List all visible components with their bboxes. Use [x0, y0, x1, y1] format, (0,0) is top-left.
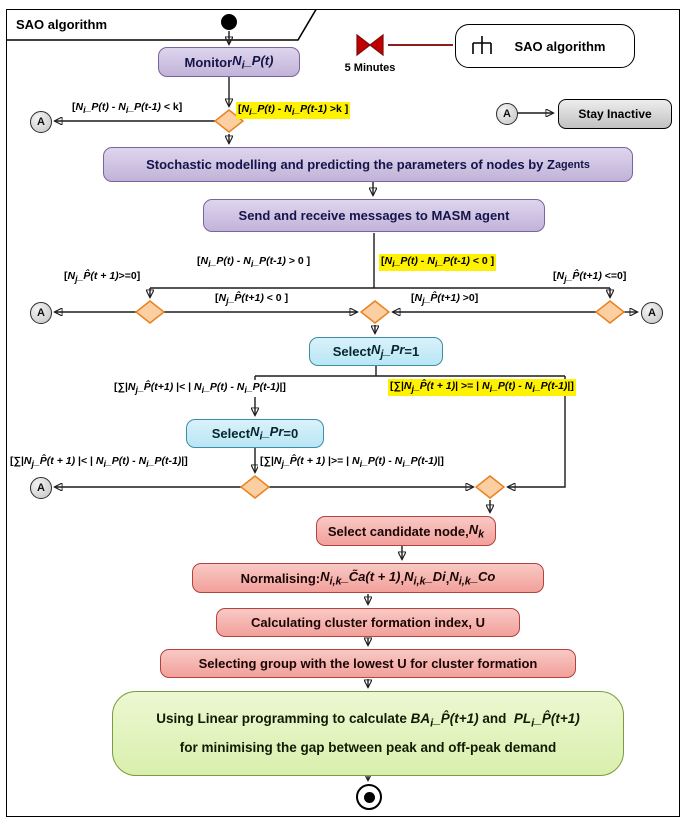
- merge-sum-diamond: [475, 475, 505, 499]
- timer-icon: [356, 33, 384, 57]
- activity-select-pr1: Select Nj_Pr=1: [309, 337, 443, 366]
- connector-a-circle: A: [30, 302, 52, 324]
- stay-inactive-box: Stay Inactive: [558, 99, 672, 129]
- merge-center-diamond: [360, 300, 390, 324]
- guard-diff-gt0: [Ni_P(t) - Ni_P(t-1) > 0 ]: [195, 254, 313, 272]
- behavior-label: SAO algorithm: [514, 38, 606, 54]
- connector-a-circle: A: [641, 302, 663, 324]
- activity-select-pr0: Select Ni_Pr=0: [186, 419, 324, 448]
- guard-pred-le0: [Nj_P̂(t+1) <=0]: [551, 269, 629, 287]
- guard-pred-gt0: [Nj_P̂(t+1) >0]: [409, 291, 481, 309]
- frame-tab-edge: [6, 9, 317, 41]
- activity-normalising: Normalising: Ni,k_C̃a(t + 1), Ni,k_Di, N…: [192, 563, 544, 593]
- guard-diff-lt0: [Ni_P(t) - Ni_P(t-1) < 0 ]: [379, 254, 497, 272]
- diagram-frame: [6, 9, 680, 817]
- guard-sum2-lt: [∑|Nj_P̂(t + 1) |< | Ni_P(t) - Ni_P(t-1)…: [8, 454, 190, 472]
- activity-masm-messages: Send and receive messages to MASM agent: [203, 199, 545, 232]
- decision-sum-diamond: [240, 475, 270, 499]
- guard-pred-lt0: [Nj_P̂(t+1) < 0 ]: [213, 291, 291, 309]
- initial-node: [221, 14, 237, 30]
- guard-sum1-ge: [∑|Nj_P̂(t + 1)| >= | Ni_P(t) - Ni_P(t-1…: [388, 379, 576, 397]
- timer-label: 5 Minutes: [344, 62, 396, 74]
- activity-stochastic-modelling: Stochastic modelling and predicting the …: [103, 147, 633, 182]
- activity-select-candidate: Select candidate node, Nk: [316, 516, 496, 546]
- guard-sum1-lt: [∑|Nj_P̂(t+1) |< | Ni_P(t) - Ni_P(t-1)|]: [112, 380, 288, 398]
- activity-select-group: Selecting group with the lowest U for cl…: [160, 649, 576, 678]
- connector-a-circle: A: [30, 111, 52, 133]
- sao-behavior-box: SAO algorithm: [455, 24, 635, 68]
- guard-gt-k: [Ni_P(t) - Ni_P(t-1) >k ]: [236, 102, 351, 120]
- final-node: [356, 784, 382, 810]
- connector-a-circle: A: [30, 477, 52, 499]
- linear-programming-line1: Using Linear programming to calculate BA…: [156, 710, 580, 730]
- guard-sum2-ge: [∑|Nj_P̂(t + 1) |>= | Ni_P(t) - Ni_P(t-1…: [258, 454, 446, 472]
- flow-connector: [150, 233, 610, 289]
- final-node-dot: [363, 791, 375, 803]
- guard-lt-k: [Ni_P(t) - Ni_P(t-1) < k]: [70, 100, 185, 118]
- flow-connector: [255, 366, 565, 377]
- activity-linear-programming: Using Linear programming to calculate BA…: [112, 691, 624, 776]
- flow-connector: [508, 376, 566, 487]
- decision-right-diamond: [595, 300, 625, 324]
- guard-pred-ge0: [Nj_P̂(t + 1)>=0]: [62, 269, 143, 287]
- activity-cluster-index: Calculating cluster formation index, U: [216, 608, 520, 637]
- activity-monitor: Monitor Ni_P(t): [158, 47, 300, 77]
- frame-title: SAO algorithm: [16, 17, 108, 32]
- decision-left-diamond: [135, 300, 165, 324]
- linear-programming-line2: for minimising the gap between peak and …: [179, 740, 557, 756]
- connector-a-circle: A: [496, 103, 518, 125]
- rake-fork-icon: [472, 36, 492, 54]
